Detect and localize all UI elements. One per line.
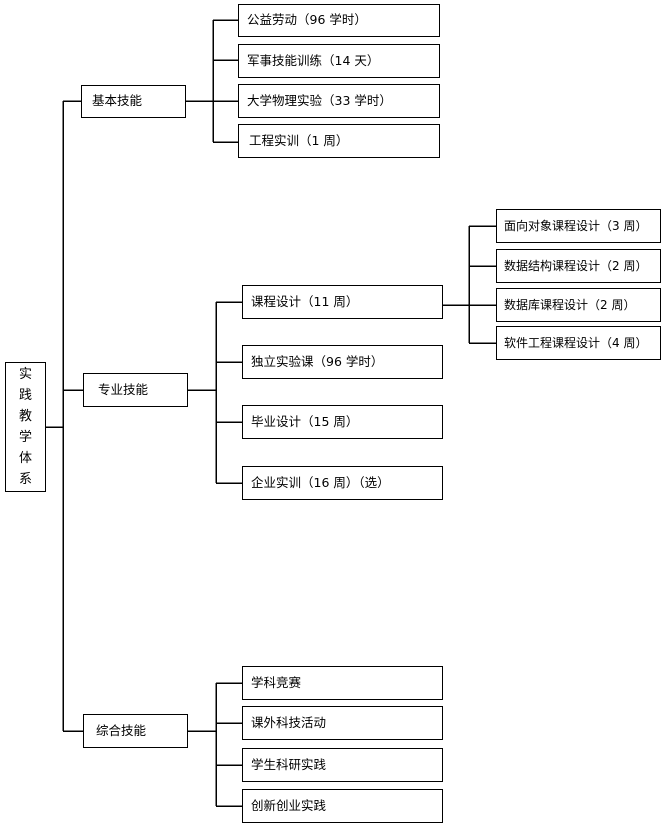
leaf-node: 学生科研实践 [242, 748, 443, 782]
leaf-node: 学科竞赛 [242, 666, 443, 700]
root-char: 实 [18, 367, 32, 382]
leaf-node: 独立实验课（96 学时） [242, 345, 443, 379]
root-char: 系 [18, 472, 32, 487]
root-char: 教 [18, 409, 32, 424]
leaf-node: 企业实训（16 周）（选） [242, 466, 443, 500]
leaf-node: 大学物理实验（33 学时） [238, 84, 440, 118]
category-node-basic: 基本技能 [81, 85, 186, 118]
leaf-node: 毕业设计（15 周） [242, 405, 443, 439]
leaf-node: 公益劳动（96 学时） [238, 4, 440, 37]
subleaf-node: 软件工程课程设计（4 周） [496, 326, 661, 360]
subleaf-node: 数据结构课程设计（2 周） [496, 249, 661, 283]
category-node-comprehensive: 综合技能 [83, 714, 188, 748]
leaf-node: 军事技能训练（14 天） [238, 44, 440, 78]
leaf-node: 创新创业实践 [242, 789, 443, 823]
root-char: 体 [18, 451, 32, 466]
leaf-node: 工程实训（1 周） [238, 124, 440, 158]
leaf-node-course-design: 课程设计（11 周） [242, 285, 443, 319]
leaf-node: 课外科技活动 [242, 706, 443, 740]
category-node-professional: 专业技能 [83, 373, 188, 407]
root-node: 实 践 教 学 体 系 [5, 362, 46, 492]
root-char: 践 [18, 388, 32, 403]
root-char: 学 [18, 430, 32, 445]
subleaf-node: 数据库课程设计（2 周） [496, 288, 661, 322]
subleaf-node: 面向对象课程设计（3 周） [496, 209, 661, 243]
